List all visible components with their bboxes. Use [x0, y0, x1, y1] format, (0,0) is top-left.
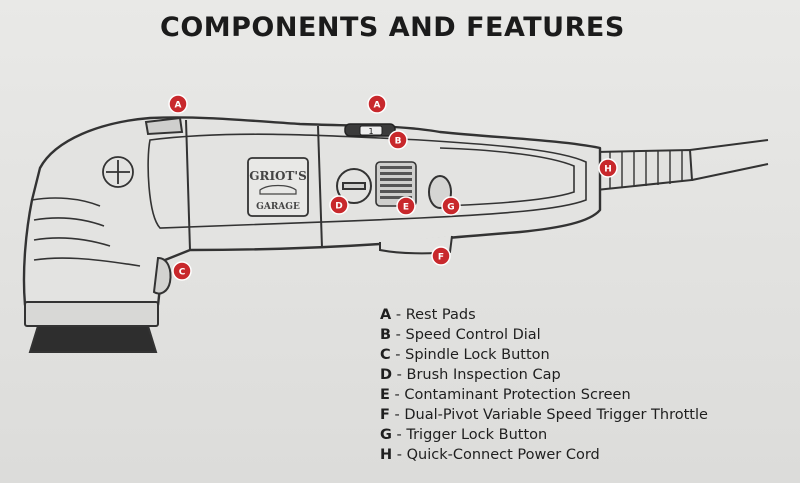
spindle-lock-button [152, 256, 172, 295]
callout-c: C [172, 261, 192, 281]
legend-key: D [380, 367, 393, 383]
legend-label: Contaminant Protection Screen [404, 387, 631, 403]
legend-separator: - [389, 387, 405, 403]
svg-text:A: A [175, 101, 182, 111]
callout-h: H [598, 158, 618, 178]
svg-text:GRIOT'S: GRIOT'S [249, 169, 307, 183]
svg-text:A: A [374, 101, 381, 111]
legend-label: Spindle Lock Button [405, 347, 550, 363]
rear-grip-contour [439, 147, 575, 207]
contaminant-protection-screen [375, 161, 417, 207]
grip-panel [147, 133, 587, 229]
legend-item: F - Dual-Pivot Variable Speed Trigger Th… [380, 405, 708, 425]
svg-text:F: F [438, 253, 444, 263]
legend-item: B - Speed Control Dial [380, 325, 708, 345]
legend-label: Brush Inspection Cap [406, 367, 561, 383]
legend-key: C [380, 347, 391, 363]
svg-text:B: B [395, 137, 402, 147]
legend-item: E - Contaminant Protection Screen [380, 385, 708, 405]
callout-b: B [388, 130, 408, 150]
legend-key: E [380, 387, 390, 403]
svg-text:GARAGE: GARAGE [256, 202, 300, 212]
power-cord [595, 139, 769, 192]
legend-separator: - [389, 407, 405, 423]
legend-key: G [380, 427, 392, 443]
callout-d: D [329, 195, 349, 215]
callout-f: F [431, 246, 451, 266]
callout-g: G [441, 196, 461, 216]
legend-separator: - [391, 427, 407, 443]
legend-item: G - Trigger Lock Button [380, 425, 708, 445]
legend-separator: - [391, 307, 406, 323]
callout-a-front: A [168, 94, 188, 114]
legend-label: Speed Control Dial [405, 327, 541, 343]
polishing-pad [24, 301, 159, 353]
svg-text:1: 1 [368, 127, 373, 136]
svg-text:C: C [179, 268, 186, 278]
legend-key: F [380, 407, 390, 423]
speed-control-dial: 1 [359, 125, 383, 136]
callout-e: E [396, 196, 416, 216]
svg-text:G: G [447, 203, 454, 213]
callout-a-top: A [367, 94, 387, 114]
legend-item: C - Spindle Lock Button [380, 345, 708, 365]
legend-separator: - [390, 347, 406, 363]
svg-text:H: H [604, 165, 612, 175]
legend-key: H [380, 447, 393, 463]
polisher-body [22, 116, 602, 307]
svg-text:E: E [403, 203, 409, 213]
rest-pad-front [144, 116, 184, 136]
griots-garage-logo: GRIOT'S GARAGE [247, 157, 309, 217]
legend-label: Rest Pads [405, 307, 476, 323]
component-legend: A - Rest Pads B - Speed Control Dial C -… [380, 305, 708, 465]
page-title: COMPONENTS AND FEATURES [160, 12, 625, 43]
crosshair-icon [102, 156, 134, 188]
legend-separator: - [391, 327, 406, 343]
legend-item: D - Brush Inspection Cap [380, 365, 708, 385]
legend-item: A - Rest Pads [380, 305, 708, 325]
svg-text:D: D [335, 202, 342, 212]
legend-separator: - [392, 447, 407, 463]
legend-key: A [380, 307, 392, 323]
brush-inspection-cap [336, 168, 372, 204]
legend-label: Trigger Lock Button [406, 427, 548, 443]
callout-markers: A A B C D E F [168, 94, 618, 281]
legend-key: B [380, 327, 392, 343]
legend-label: Dual-Pivot Variable Speed Trigger Thrott… [404, 407, 708, 423]
legend-item: H - Quick-Connect Power Cord [380, 445, 708, 465]
legend-label: Quick-Connect Power Cord [406, 447, 600, 463]
legend-separator: - [392, 367, 407, 383]
